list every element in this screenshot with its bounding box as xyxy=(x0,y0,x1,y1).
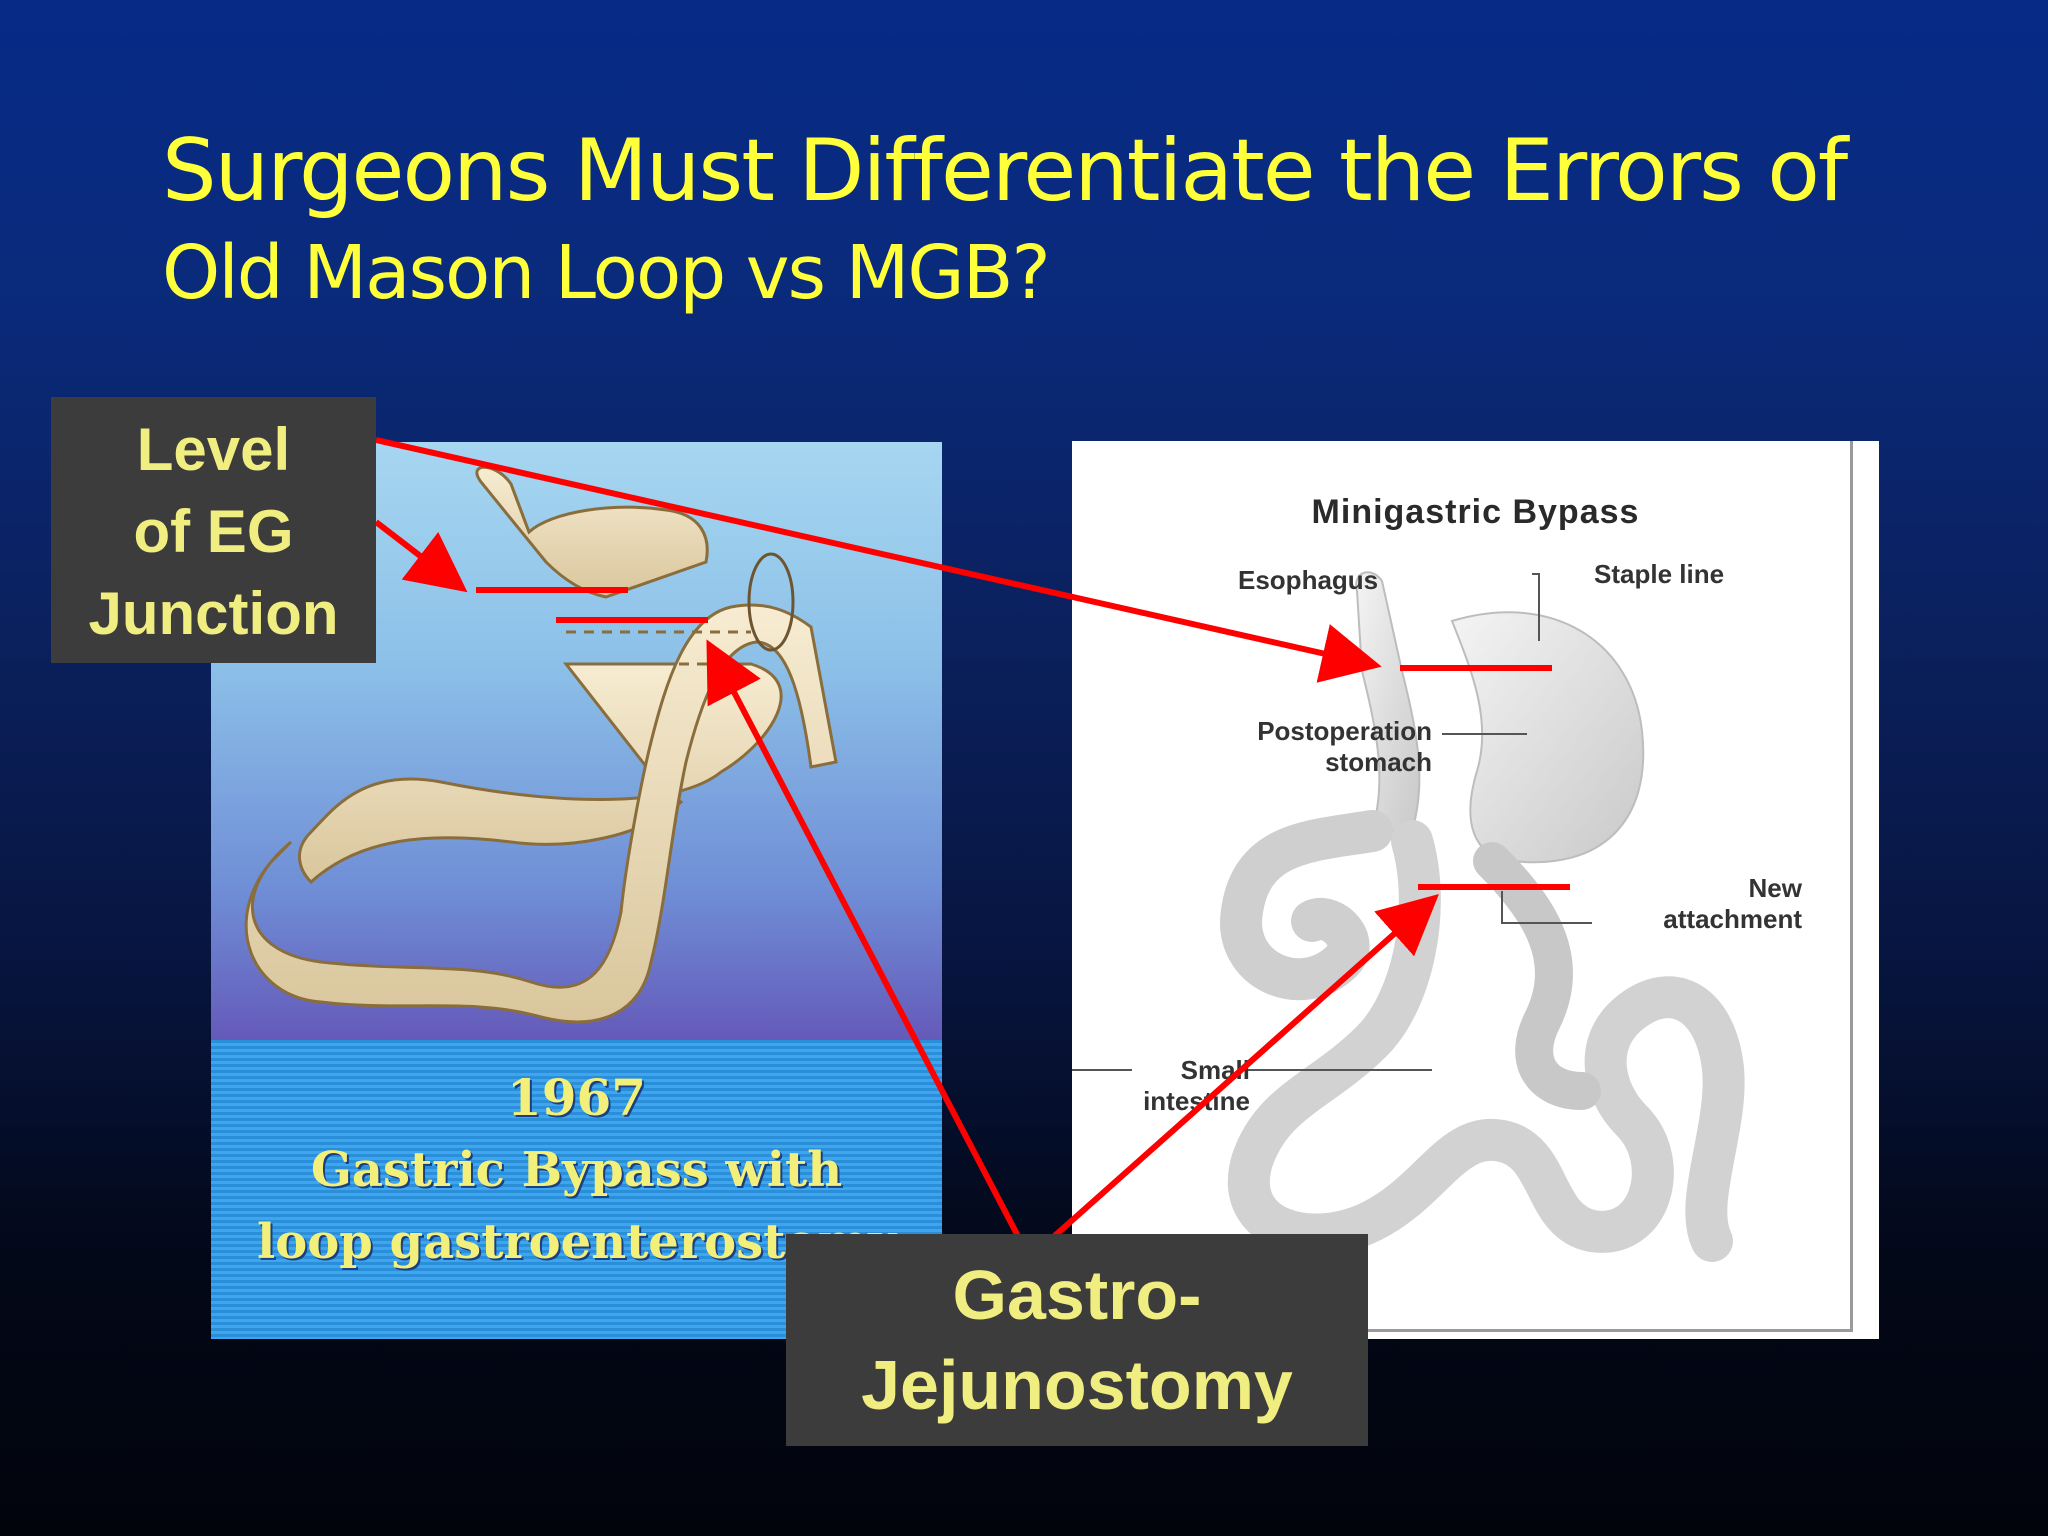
caption-line-1: Gastric Bypass with xyxy=(310,1142,843,1198)
callout-gj-line-1: Gastro- xyxy=(952,1256,1202,1334)
label-new-line-2: attachment xyxy=(1663,904,1802,935)
callout-gj-line-2: Jejunostomy xyxy=(861,1346,1293,1424)
right-illustration-minigastric-bypass: Minigastric Bypass Esophagus Staple line… xyxy=(1072,441,1879,1339)
label-postoperation-line-2: stomach xyxy=(1325,747,1432,778)
label-small-line-2: intestine xyxy=(1143,1086,1250,1117)
callout-gastro-jejunostomy: Gastro- Jejunostomy xyxy=(786,1234,1368,1446)
label-postoperation-stomach: Postoperation stomach xyxy=(1222,716,1432,778)
diagram-frame-bottom xyxy=(1072,1329,1853,1332)
label-esophagus: Esophagus xyxy=(1238,565,1379,595)
label-postoperation-line-1: Postoperation xyxy=(1257,716,1432,746)
label-small-line-1: Small xyxy=(1180,1055,1250,1085)
label-new-line-1: New xyxy=(1748,873,1802,903)
diagram-frame-right xyxy=(1850,441,1853,1329)
slide-title-line-2: Old Mason Loop vs MGB? xyxy=(162,230,1051,316)
callout-eg-line-2: of EG xyxy=(133,498,294,565)
label-staple-line: Staple line xyxy=(1594,559,1725,589)
callout-eg-line-3: Junction xyxy=(88,580,339,647)
caption-year: 1967 xyxy=(506,1068,647,1127)
callout-eg-line-1: Level xyxy=(136,416,291,483)
diagram-title: Minigastric Bypass xyxy=(1311,493,1640,531)
label-small-intestine: Small intestine xyxy=(1122,1055,1250,1117)
slide-title-line-1: Surgeons Must Differentiate the Errors o… xyxy=(162,121,1848,221)
label-new-attachment: New attachment xyxy=(1612,873,1802,935)
slide-title: Surgeons Must Differentiate the Errors o… xyxy=(162,121,1848,316)
callout-eg-junction: Level of EG Junction xyxy=(51,397,376,663)
